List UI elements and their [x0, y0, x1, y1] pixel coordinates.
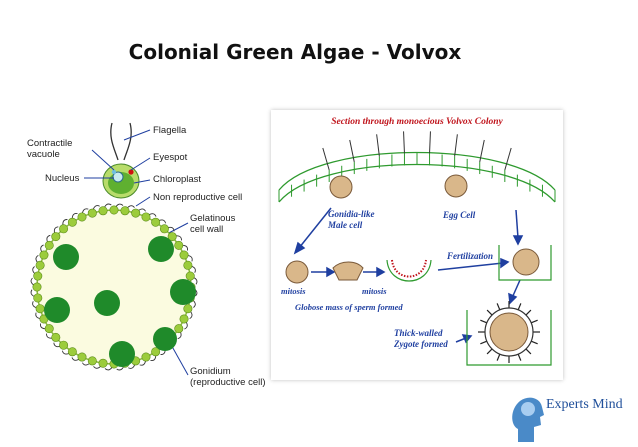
somatic-cell [167, 232, 177, 242]
somatic-flagella [322, 131, 512, 171]
somatic-cell [51, 232, 61, 242]
somatic-cell [44, 324, 54, 334]
somatic-cell [44, 240, 54, 250]
plate-stage [332, 261, 364, 281]
flagellum [454, 134, 458, 157]
egg-cell-in-colony [444, 174, 468, 198]
somatic-cell [67, 217, 77, 227]
somatic-cell [151, 347, 161, 357]
somatic-cell [109, 205, 119, 215]
flagellum [429, 131, 431, 154]
label-chloroplast: Chloroplast [153, 174, 201, 185]
flagellum [403, 131, 405, 154]
fertilized-egg [498, 245, 552, 281]
somatic-cell [183, 304, 193, 314]
single-cell [102, 122, 140, 199]
gonidia-like-cell [329, 175, 353, 199]
label-eyespot: Eyespot [153, 152, 188, 163]
somatic-cell [87, 208, 97, 218]
reproduction-diagram: Section through monoecious Volvox Colony… [278, 117, 556, 366]
somatic-cell [77, 352, 87, 362]
label-thick-walled: Thick-walled [394, 328, 443, 338]
label-male-cell: Male cell [327, 220, 363, 230]
somatic-cell [59, 224, 69, 234]
label-gonidia-like: Gonidia-like [328, 209, 375, 219]
gonidia [44, 236, 196, 367]
somatic-cell [33, 293, 43, 303]
zygote [466, 301, 552, 366]
male-cell-stage [285, 260, 309, 284]
label-egg-cell: Egg Cell [442, 210, 476, 220]
head-silhouette-icon [512, 397, 544, 442]
experts-mind-logo: Experts Mind [506, 387, 638, 442]
label-contractile-vacuole: Contractile [27, 138, 72, 149]
somatic-cell [141, 212, 151, 222]
somatic-cell [179, 250, 189, 260]
somatic-cell [141, 352, 151, 362]
sexual-reproduction-panel: Section through monoecious Volvox Colony… [271, 110, 563, 380]
somatic-cell [98, 358, 108, 368]
somatic-cell [174, 240, 184, 250]
somatic-cell [120, 206, 130, 216]
label-non-reproductive-cell: Non reproductive cell [153, 192, 242, 203]
somatic-cell [98, 206, 108, 216]
somatic-cell [159, 224, 169, 234]
flagellum [479, 139, 485, 163]
label-mitosis-2: mitosis [362, 286, 387, 296]
label-mitosis-1: mitosis [281, 286, 306, 296]
somatic-cell [33, 271, 43, 281]
colony-section [278, 151, 556, 203]
somatic-cell [179, 314, 189, 324]
label-reproductive-cell: (reproductive cell) [190, 377, 266, 388]
logo-text: Experts Mind [546, 397, 623, 412]
somatic-cell [67, 347, 77, 357]
somatic-cell [77, 212, 87, 222]
label-globose-mass: Globose mass of sperm formed [295, 302, 403, 312]
somatic-cell [183, 260, 193, 270]
flagellum [504, 147, 512, 171]
flagellum [376, 134, 380, 157]
somatic-cell [131, 208, 141, 218]
somatic-cell [39, 250, 49, 260]
somatic-cell [174, 324, 184, 334]
label-zygote-formed: Zygote formed [393, 339, 448, 349]
somatic-cell [35, 304, 45, 314]
flagellum [349, 139, 355, 163]
label-fertilization: Fertilization [446, 251, 493, 261]
page-title: Colonial Green Algae - Volvox [128, 40, 462, 64]
somatic-cells [278, 153, 556, 202]
label-nucleus: Nucleus [45, 173, 80, 184]
somatic-cell [35, 260, 45, 270]
label-flagella: Flagella [153, 125, 187, 136]
somatic-cell [151, 217, 161, 227]
flow-arrows [293, 207, 524, 344]
somatic-cell [59, 340, 69, 350]
flagellum [322, 147, 330, 171]
somatic-cell [87, 356, 97, 366]
section-heading: Section through monoecious Volvox Colony [331, 117, 503, 127]
sperm-bowl [386, 259, 432, 282]
somatic-cell [185, 271, 195, 281]
label-contractile-vacuole-2: vacuole [27, 149, 60, 160]
label-cell-wall: cell wall [190, 224, 223, 235]
label-gelatinous: Gelatinous [190, 213, 236, 224]
somatic-cell [32, 282, 42, 292]
somatic-cell [51, 332, 61, 342]
label-gonidium: Gonidium [190, 366, 231, 377]
